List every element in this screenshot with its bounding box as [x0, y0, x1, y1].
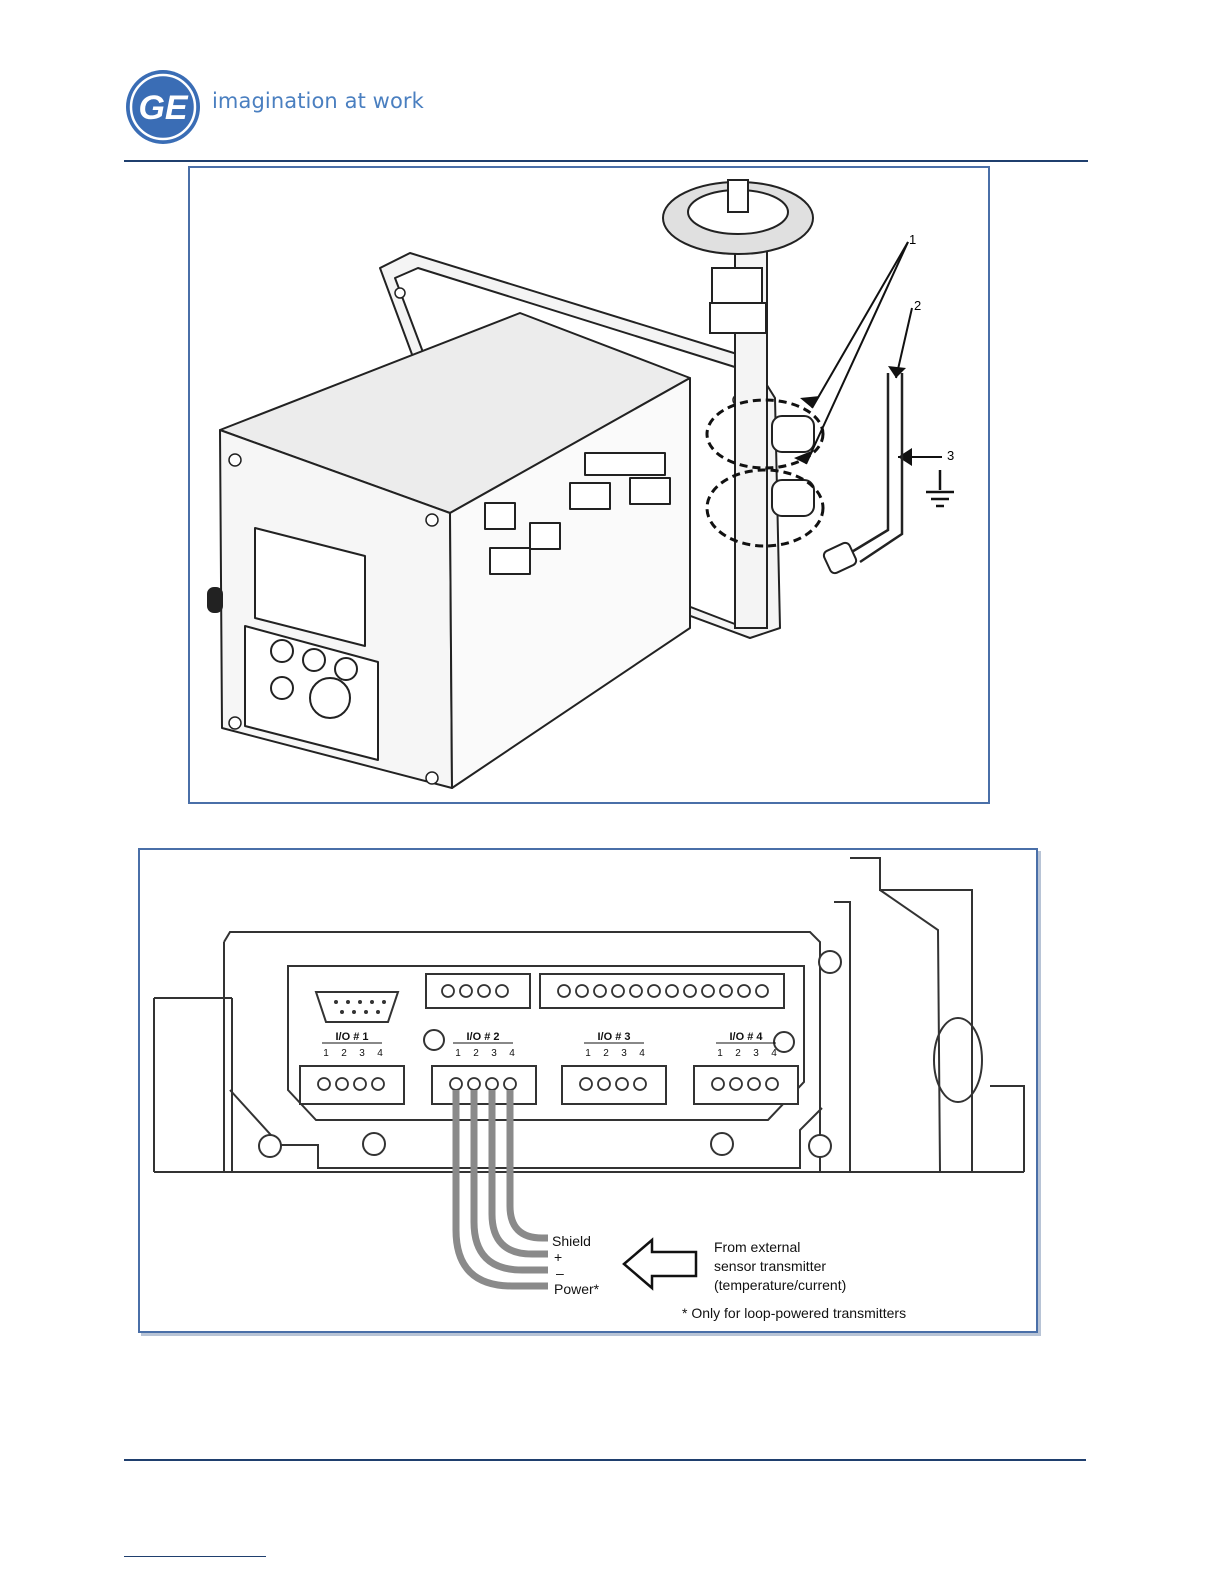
wire-label-shield: Shield: [552, 1233, 591, 1249]
io3-pin-2: 2: [603, 1048, 609, 1059]
io2-pin-3: 3: [491, 1048, 497, 1059]
installation-drawing: 1 2 3: [190, 168, 988, 802]
io1-pin-3: 3: [359, 1048, 365, 1059]
io3-pin-4: 4: [639, 1048, 645, 1059]
callout-3: 3: [947, 448, 954, 463]
io-wiring-figure: I/O # 1 I/O # 2 I/O # 3 I/O # 4 1 2 3 4 …: [138, 848, 1038, 1333]
callout-1: 1: [909, 232, 916, 247]
footnote: * Only for loop-powered transmitters: [682, 1305, 906, 1321]
source-line-1: From external: [714, 1239, 800, 1255]
source-line-2: sensor transmitter: [714, 1258, 826, 1274]
io2-pin-2: 2: [473, 1048, 479, 1059]
sensor-probe-icon: [822, 541, 858, 575]
wire-label-power: Power*: [554, 1281, 600, 1297]
source-arrow-icon: [624, 1240, 696, 1288]
callout-2: 2: [914, 298, 921, 313]
io2-pin-1: 1: [455, 1048, 461, 1059]
footnote-rule: [124, 1556, 266, 1557]
io-label-2: I/O # 2: [466, 1031, 499, 1043]
source-line-3: (temperature/current): [714, 1277, 846, 1293]
io-label-3: I/O # 3: [597, 1031, 630, 1043]
io4-pin-4: 4: [771, 1048, 777, 1059]
io1-pin-4: 4: [377, 1048, 383, 1059]
footer-rule: [124, 1459, 1086, 1461]
wire-label-minus: –: [556, 1265, 564, 1281]
io-wiring-drawing: I/O # 1 I/O # 2 I/O # 3 I/O # 4 1 2 3 4 …: [140, 850, 1036, 1331]
io-label-1: I/O # 1: [335, 1031, 368, 1043]
ground-symbol-icon: [926, 470, 954, 506]
ge-monogram-logo-icon: GE: [124, 68, 202, 146]
io2-pin-4: 4: [509, 1048, 515, 1059]
io3-pin-3: 3: [621, 1048, 627, 1059]
header-rule: [124, 160, 1088, 162]
io1-pin-1: 1: [323, 1048, 329, 1059]
io4-pin-1: 1: [717, 1048, 723, 1059]
io4-pin-3: 3: [753, 1048, 759, 1059]
io1-pin-2: 2: [341, 1048, 347, 1059]
logo-letters: GE: [138, 89, 188, 127]
io3-pin-1: 1: [585, 1048, 591, 1059]
io-label-4: I/O # 4: [729, 1031, 763, 1043]
wire-label-plus: +: [554, 1249, 562, 1265]
ge-logo: GE: [124, 68, 202, 146]
io4-pin-2: 2: [735, 1048, 741, 1059]
installation-figure: 1 2 3: [188, 166, 990, 804]
tagline: imagination at work: [212, 89, 424, 113]
